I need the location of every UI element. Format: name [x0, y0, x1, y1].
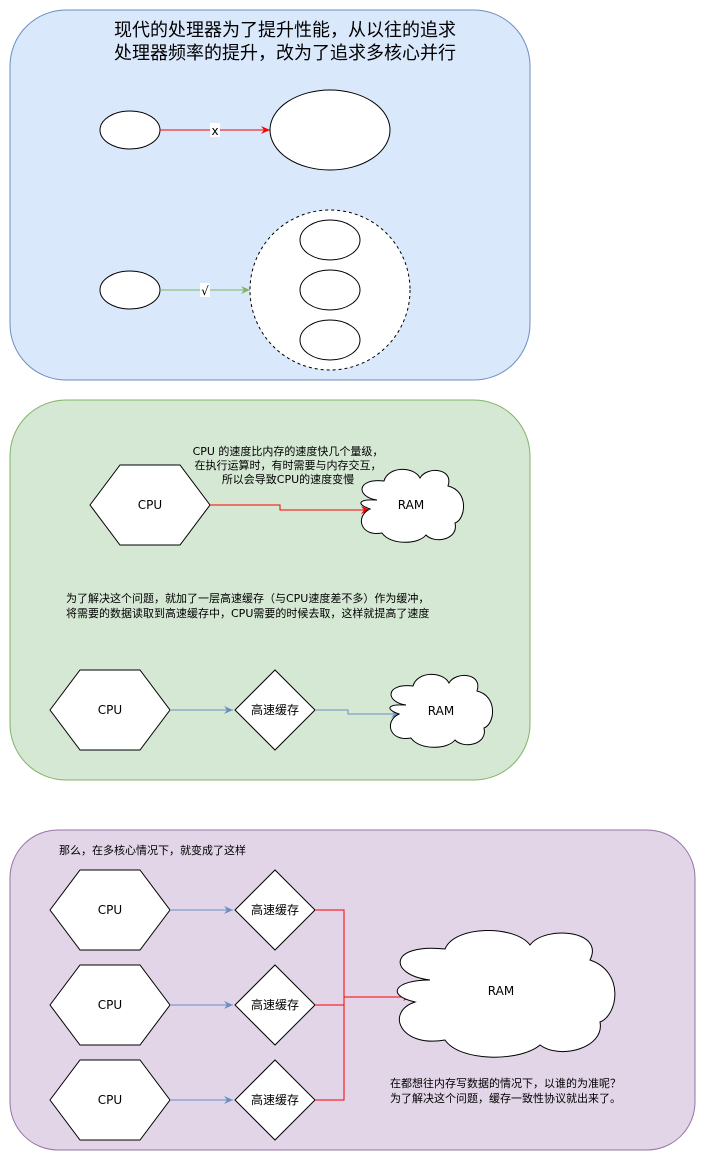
panel1-title-line1: 现代的处理器为了提升性能，从以往的追求: [114, 20, 456, 41]
cpu-hexagon-2-label: CPU: [98, 703, 122, 717]
panel2-desc-line1: 为了解决这个问题，就加了一层高速缓存（与CPU速度差不多）作为缓冲，: [66, 591, 429, 605]
edge-cache1-to-ram: [315, 909, 412, 1001]
core-ellipse-3: [299, 319, 361, 361]
panel-cache-explanation: CPU 的速度比内存的速度快几个量级， 在执行运算时，有时需要与内存交互， 所以…: [9, 399, 531, 781]
core-ellipse-1: [299, 219, 361, 261]
cache-diamond-row1-label: 高速缓存: [251, 902, 299, 917]
ram-cloud-2-label: RAM: [428, 704, 454, 718]
cpu-hexagon-row1-label: CPU: [98, 903, 122, 917]
cache-diamond-row2-label: 高速缓存: [251, 997, 299, 1012]
panel3-conclusion-line2: 为了解决这个问题，缓存一致性协议就出来了。: [390, 1091, 621, 1105]
edge-cache-to-ram: [315, 709, 400, 718]
cpu-hexagon-1-label: CPU: [138, 498, 162, 512]
panel3-conclusion-line1: 在都想往内存写数据的情况下，以谁的为准呢？: [390, 1076, 621, 1090]
ram-cloud-shared-label: RAM: [488, 984, 514, 998]
ram-cloud-1-label: RAM: [398, 498, 424, 512]
edge1-label-bg: [210, 123, 220, 137]
panel1-title-line2: 处理器频率的提升，改为了追求多核心并行: [114, 43, 456, 64]
ram-cloud-shared: [396, 929, 616, 1058]
panel3-intro: 那么，在多核心情况下，就变成了这样: [59, 843, 246, 857]
edge2-label-check: √: [201, 284, 209, 298]
panel2-desc-line2: 将需要的数据读取到高速缓存中，CPU需要的时候去取，这样就提高了速度: [66, 606, 429, 620]
ram-cloud-2: [389, 673, 493, 748]
cache-diamond-row3-label: 高速缓存: [251, 1092, 299, 1107]
panel2-note-line3: 所以会导致CPU的速度变慢: [222, 472, 354, 486]
cpu-hexagon-row3-label: CPU: [98, 1093, 122, 1107]
ram-cloud-1: [360, 468, 464, 543]
panel2-note-line1: CPU 的速度比内存的速度快几个量级，: [193, 444, 384, 458]
panel-single-vs-multicore: 现代的处理器为了提升性能，从以往的追求 处理器频率的提升，改为了追求多核心并行 …: [9, 9, 531, 381]
cpu-hexagon-row2-label: CPU: [98, 998, 122, 1012]
cache-diamond-label: 高速缓存: [251, 702, 299, 717]
single-core-source-ellipse: [99, 110, 161, 150]
edge-cache3-to-ram: [315, 997, 345, 1101]
multi-core-source-ellipse: [99, 270, 161, 310]
large-core-ellipse: [269, 89, 391, 171]
edge-cpu-to-ram: [210, 504, 370, 514]
panel2-note-line2: 在执行运算时，有时需要与内存交互，: [195, 458, 382, 472]
core-ellipse-2: [299, 269, 361, 311]
edge1-label-x: x: [211, 124, 218, 138]
panel-multicore-cache: 那么，在多核心情况下，就变成了这样 CPU 高速缓存 CPU 高速缓存 CPU …: [9, 829, 696, 1151]
edge2-label-bg: [200, 283, 210, 297]
